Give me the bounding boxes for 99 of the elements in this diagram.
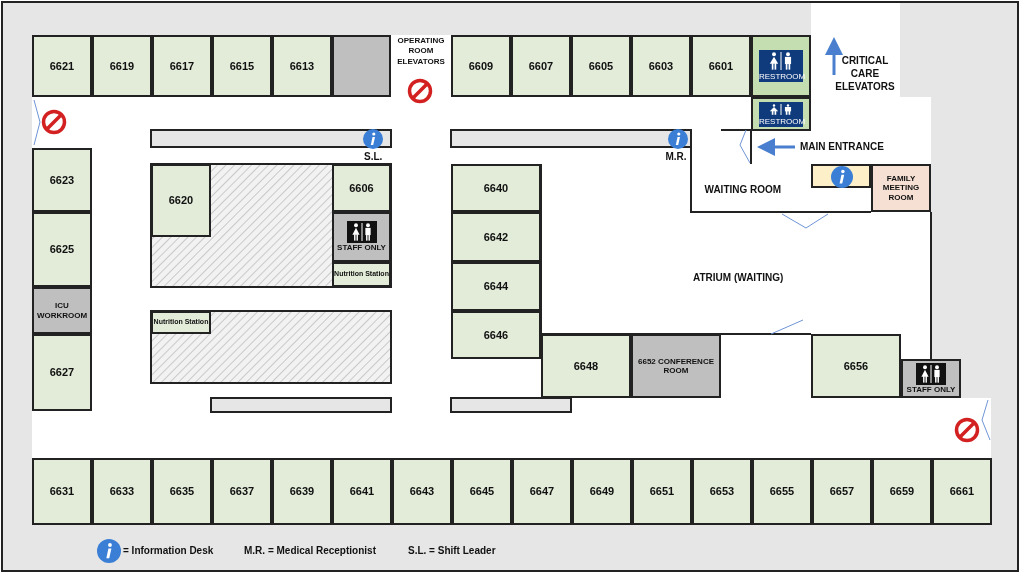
room-number: 6617 xyxy=(169,59,195,73)
room-number: 6603 xyxy=(648,59,674,73)
room-label: 6652 CONFERENCE ROOM xyxy=(637,356,715,376)
room xyxy=(32,35,92,97)
room xyxy=(151,311,211,334)
room-number: 6659 xyxy=(889,485,915,498)
elevator-label: OPERATING ROOM ELEVATORS xyxy=(396,36,446,68)
area-label: ATRIUM (WAITING) xyxy=(693,271,784,284)
room xyxy=(632,458,692,525)
room xyxy=(932,458,992,525)
room-number: 6615 xyxy=(229,59,255,73)
room-number: 6644 xyxy=(483,280,509,293)
room xyxy=(452,458,512,525)
room xyxy=(812,458,872,525)
room-number: 6613 xyxy=(289,59,315,73)
room-number: 6607 xyxy=(528,59,554,73)
room xyxy=(212,35,272,97)
room xyxy=(32,212,92,287)
room xyxy=(872,458,932,525)
room xyxy=(332,35,391,97)
room xyxy=(631,334,721,398)
room xyxy=(332,458,392,525)
room-number: 6651 xyxy=(649,485,675,498)
station-label: S.L. xyxy=(364,150,383,163)
room xyxy=(92,458,152,525)
room-number: 6653 xyxy=(709,485,735,498)
room-number: 6657 xyxy=(829,485,855,498)
room-number: 6605 xyxy=(588,59,614,73)
room-number: 6633 xyxy=(109,485,135,498)
room-number: 6641 xyxy=(349,485,375,498)
legend-text: = Information Desk xyxy=(123,544,214,557)
room xyxy=(541,334,631,398)
room xyxy=(92,35,152,97)
room-number: 6648 xyxy=(573,359,599,373)
room xyxy=(392,458,452,525)
room-number: 6635 xyxy=(169,485,195,498)
room-number: 6642 xyxy=(483,230,509,244)
room-number: 6619 xyxy=(109,59,135,73)
room-number: 6661 xyxy=(949,485,975,498)
room xyxy=(332,262,391,287)
room-number: 6623 xyxy=(49,173,75,187)
room xyxy=(631,35,691,97)
room-number: 6637 xyxy=(229,485,255,498)
room xyxy=(151,164,211,237)
room-number: 6631 xyxy=(49,485,75,498)
room xyxy=(451,262,541,311)
room-number: 6625 xyxy=(49,243,75,256)
room-number: 6620 xyxy=(168,194,194,207)
room xyxy=(32,334,92,411)
room-label: STAFF ONLY xyxy=(337,243,386,253)
room xyxy=(511,35,571,97)
room xyxy=(332,164,391,212)
room xyxy=(212,458,272,525)
room xyxy=(451,35,511,97)
room-label: FAMILY MEETING ROOM xyxy=(881,174,921,202)
room-number: 6606 xyxy=(349,181,374,195)
area-label: MAIN ENTRANCE xyxy=(800,140,884,153)
room xyxy=(152,35,212,97)
restroom xyxy=(751,35,811,97)
room xyxy=(32,458,92,525)
legend-text: M.R. = Medical Receptionist xyxy=(244,544,376,557)
room xyxy=(152,458,212,525)
elevator-label: CRITICAL CARE ELEVATORS xyxy=(835,54,895,93)
room-label: ICU WORKROOM xyxy=(35,301,89,320)
room-number: 6639 xyxy=(289,485,315,498)
room-number: 6646 xyxy=(483,328,509,342)
room xyxy=(272,458,332,525)
room xyxy=(691,35,751,97)
room xyxy=(572,458,632,525)
room xyxy=(451,164,541,212)
room-number: 6656 xyxy=(843,359,869,373)
information-desk xyxy=(811,164,871,188)
room-number: 6655 xyxy=(769,485,795,498)
room-number: 6647 xyxy=(529,485,555,498)
room-number: 6649 xyxy=(589,485,615,498)
room xyxy=(32,287,92,334)
room-number: 6627 xyxy=(49,366,75,379)
room-number: 6609 xyxy=(468,59,494,73)
area-label: WAITING ROOM xyxy=(704,183,782,196)
room-label: STAFF ONLY xyxy=(906,384,956,395)
room xyxy=(692,458,752,525)
staff-restroom xyxy=(901,359,961,398)
room xyxy=(752,458,812,525)
room xyxy=(571,35,631,97)
room xyxy=(451,311,541,359)
station-label: M.R. xyxy=(665,150,687,163)
staff-restroom xyxy=(332,212,391,262)
legend-text: S.L. = Shift Leader xyxy=(408,544,496,557)
room xyxy=(451,212,541,262)
room-number: 6640 xyxy=(483,181,509,195)
room-number: 6621 xyxy=(49,59,75,73)
room xyxy=(811,334,901,398)
room xyxy=(512,458,572,525)
room-number: 6643 xyxy=(409,485,435,498)
room xyxy=(272,35,332,97)
room-number: 6645 xyxy=(469,485,495,498)
room xyxy=(871,164,931,212)
room xyxy=(32,148,92,212)
room-number: 6601 xyxy=(708,59,734,73)
